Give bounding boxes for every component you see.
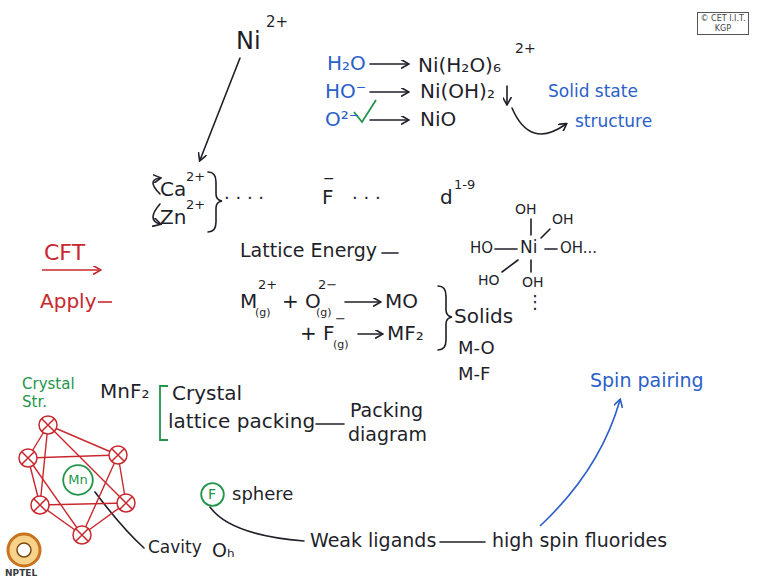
bond-line [545, 248, 557, 250]
charge: 2+ [258, 278, 277, 293]
reaction-arrow [370, 63, 408, 65]
bond-line [530, 219, 532, 235]
product-formula: NiO [420, 108, 456, 131]
reaction-arrow [370, 119, 408, 121]
node-text: F [208, 486, 216, 502]
state-label: (g) [333, 339, 349, 352]
charge: 2+ [186, 198, 205, 213]
note-text: Crystal [172, 382, 242, 405]
bracket [160, 386, 168, 440]
group-label: OH [522, 274, 544, 290]
group-label: OH [552, 211, 574, 227]
charge: 2+ [515, 40, 536, 56]
note-text: high spin fluorides [492, 530, 667, 552]
node-text: © CET I.I.T. KGP [700, 14, 746, 32]
nptel-logo [8, 534, 40, 566]
formula: MF₂ [387, 322, 424, 345]
atom-label: Ni [520, 238, 537, 258]
fluoride-sphere-circle: F [200, 482, 225, 507]
dash [98, 301, 112, 303]
ligand: HO⁻ [325, 80, 366, 103]
note-text: structure [575, 112, 652, 132]
formula: + F [300, 322, 335, 345]
heading-text: CFT [44, 240, 85, 265]
group-label: OH... [560, 240, 597, 257]
charge: − [323, 170, 335, 186]
arrow [42, 269, 100, 271]
note-text: Spin pairing [590, 370, 704, 392]
metal-atom-circle: Mn [62, 464, 94, 496]
configuration: d [440, 186, 453, 209]
bond-line [502, 260, 518, 272]
superscript: 1-9 [454, 178, 475, 193]
group-label: HO [478, 272, 500, 288]
node-text: Mn [68, 473, 87, 488]
bond-line [541, 229, 550, 238]
note-text: Solid state [548, 82, 638, 102]
note-text: diagram [348, 424, 427, 446]
brace [438, 286, 452, 350]
note-text: Solids [454, 305, 513, 328]
dots: ⋮ [526, 292, 544, 313]
note-text: Crystal [22, 376, 75, 393]
charge: − [335, 312, 346, 327]
dash [440, 541, 485, 543]
heading-text: Lattice Energy [240, 240, 377, 262]
formula: + O [282, 290, 321, 313]
note-text: sphere [232, 484, 293, 505]
charge: 2+ [266, 14, 288, 31]
dots: · · · [352, 188, 381, 209]
reaction-arrow [345, 301, 380, 303]
curved-arrow [153, 178, 160, 194]
note-text: Weak ligands [310, 530, 436, 552]
circle-outline [63, 465, 93, 495]
state-label: (g) [255, 307, 271, 320]
group-label: OH [515, 201, 537, 217]
group-label: HO [470, 240, 493, 257]
charge: 2+ [186, 170, 205, 185]
bond-label: M-F [458, 364, 490, 385]
state-label: (g) [316, 307, 332, 320]
fluoride-atoms [19, 416, 135, 544]
note-text: Apply [40, 290, 96, 313]
symmetry-label: Oₕ [212, 540, 235, 562]
ligand: O²⁻ [325, 108, 359, 131]
note-text: Packing [350, 400, 423, 422]
charge: 2− [318, 278, 337, 293]
curved-arrow [512, 108, 566, 134]
copyright-box: © CET I.I.T. KGP [697, 12, 749, 35]
ion-formula: Ni [236, 28, 261, 56]
reaction-arrow [370, 91, 408, 93]
reaction-arrow [358, 333, 382, 335]
note-text: Str. [22, 394, 47, 411]
formula: MnF₂ [100, 380, 149, 403]
logo-text: NPTEL [5, 568, 37, 578]
brace [208, 172, 222, 232]
dash [316, 423, 344, 425]
note-text: lattice packing [168, 410, 315, 433]
ligand: H₂O [327, 52, 366, 75]
bond-line [495, 248, 517, 250]
octahedron-frame [28, 425, 126, 535]
product-formula: Ni(OH)₂ [420, 80, 495, 103]
note-text: Cavity [148, 538, 202, 558]
formula: M [240, 290, 257, 313]
ion-formula: Ca [160, 178, 186, 201]
ion-formula: Zn [160, 206, 186, 229]
arrow [200, 58, 240, 160]
curved-arrow [153, 204, 160, 224]
leader-line [210, 507, 304, 541]
ion-formula: F [322, 186, 334, 209]
dash [382, 252, 398, 254]
bond-label: M-O [458, 338, 495, 359]
precipitate-arrow [506, 86, 508, 104]
formula: MO [385, 290, 418, 313]
dots: · · · · [224, 188, 264, 209]
product-formula: Ni(H₂O)₆ [418, 54, 501, 77]
circle-outline [201, 483, 224, 506]
bond-line [530, 260, 532, 272]
curved-arrow [540, 400, 620, 526]
